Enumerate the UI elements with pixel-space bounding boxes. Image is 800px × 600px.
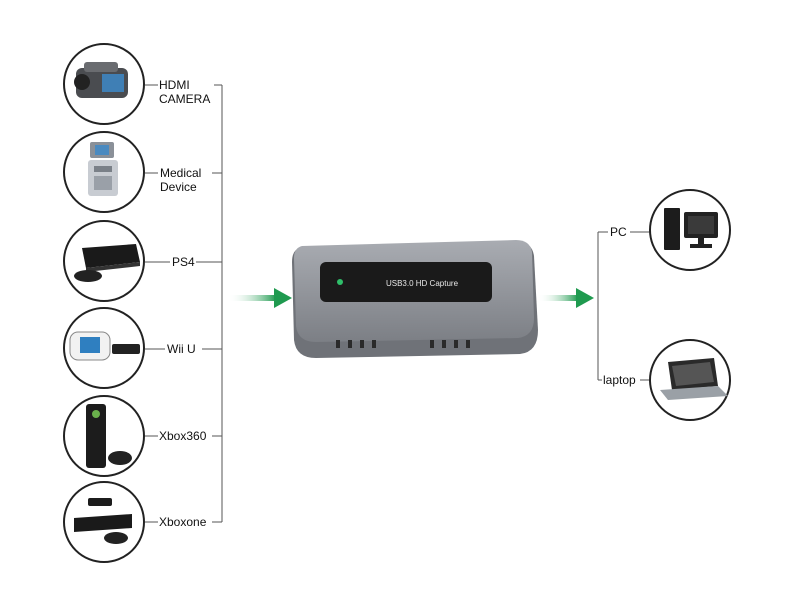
input-label-xboxone: Xboxone: [159, 515, 207, 529]
input-label-wii-u: Wii U: [167, 342, 196, 356]
medical-device-icon: [88, 142, 118, 196]
output-label-pc: PC: [610, 225, 627, 239]
input-device-circle: [63, 220, 145, 302]
desktop-pc-icon: [664, 208, 718, 250]
input-label-hdmi-camera: HDMI CAMERA: [159, 78, 211, 106]
input-label-xbox360: Xbox360: [159, 429, 207, 443]
output-arrow: [538, 288, 594, 308]
device-label: USB3.0 HD Capture: [386, 279, 459, 288]
wii-u-console-icon: [69, 331, 140, 361]
laptop-icon: [660, 358, 728, 400]
input-device-circle: [63, 131, 145, 213]
input-device-circle: [63, 307, 145, 389]
capture-device-icon: [292, 240, 538, 358]
xbox360-console-icon: [86, 404, 132, 468]
input-label-medical-device: Medical Device: [160, 166, 202, 194]
camcorder-icon: [74, 62, 128, 98]
output-connector-lines: [597, 231, 652, 381]
input-label-ps4: PS4: [172, 255, 195, 269]
output-device-circle: [649, 339, 731, 421]
input-connector-lines: [145, 84, 223, 523]
output-device-circle: [649, 189, 731, 271]
input-device-circle: [63, 43, 145, 125]
output-label-laptop: laptop: [603, 373, 636, 387]
xbox-one-console-icon: [74, 498, 132, 544]
input-arrow: [228, 288, 292, 308]
input-device-circle: [63, 395, 145, 477]
ps4-console-icon: [74, 244, 140, 282]
input-device-circle: [63, 481, 145, 563]
